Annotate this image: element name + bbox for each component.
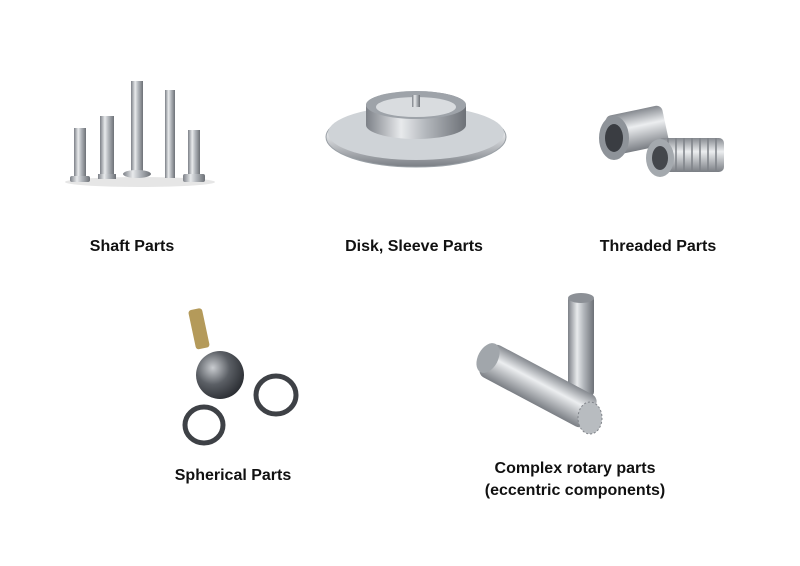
complex-rotary-parts-image [476, 293, 603, 435]
complex-rotary-parts-line1: Complex rotary parts [494, 460, 656, 477]
shaft-parts-label: Shaft Parts [89, 238, 175, 255]
threaded-parts-label: Threaded Parts [599, 238, 717, 255]
complex-rotary-parts-label: Complex rotary parts (eccentric componen… [485, 458, 665, 502]
shaft-parts-image [65, 81, 215, 187]
spherical-parts-label: Spherical Parts [174, 467, 292, 484]
disk-sleeve-parts-label: Disk, Sleeve Parts [345, 238, 483, 255]
threaded-parts-image [599, 105, 724, 177]
disk-sleeve-parts-image [325, 91, 507, 168]
complex-rotary-parts-line2: (eccentric components) [484, 482, 666, 499]
spherical-parts-image [182, 308, 299, 446]
